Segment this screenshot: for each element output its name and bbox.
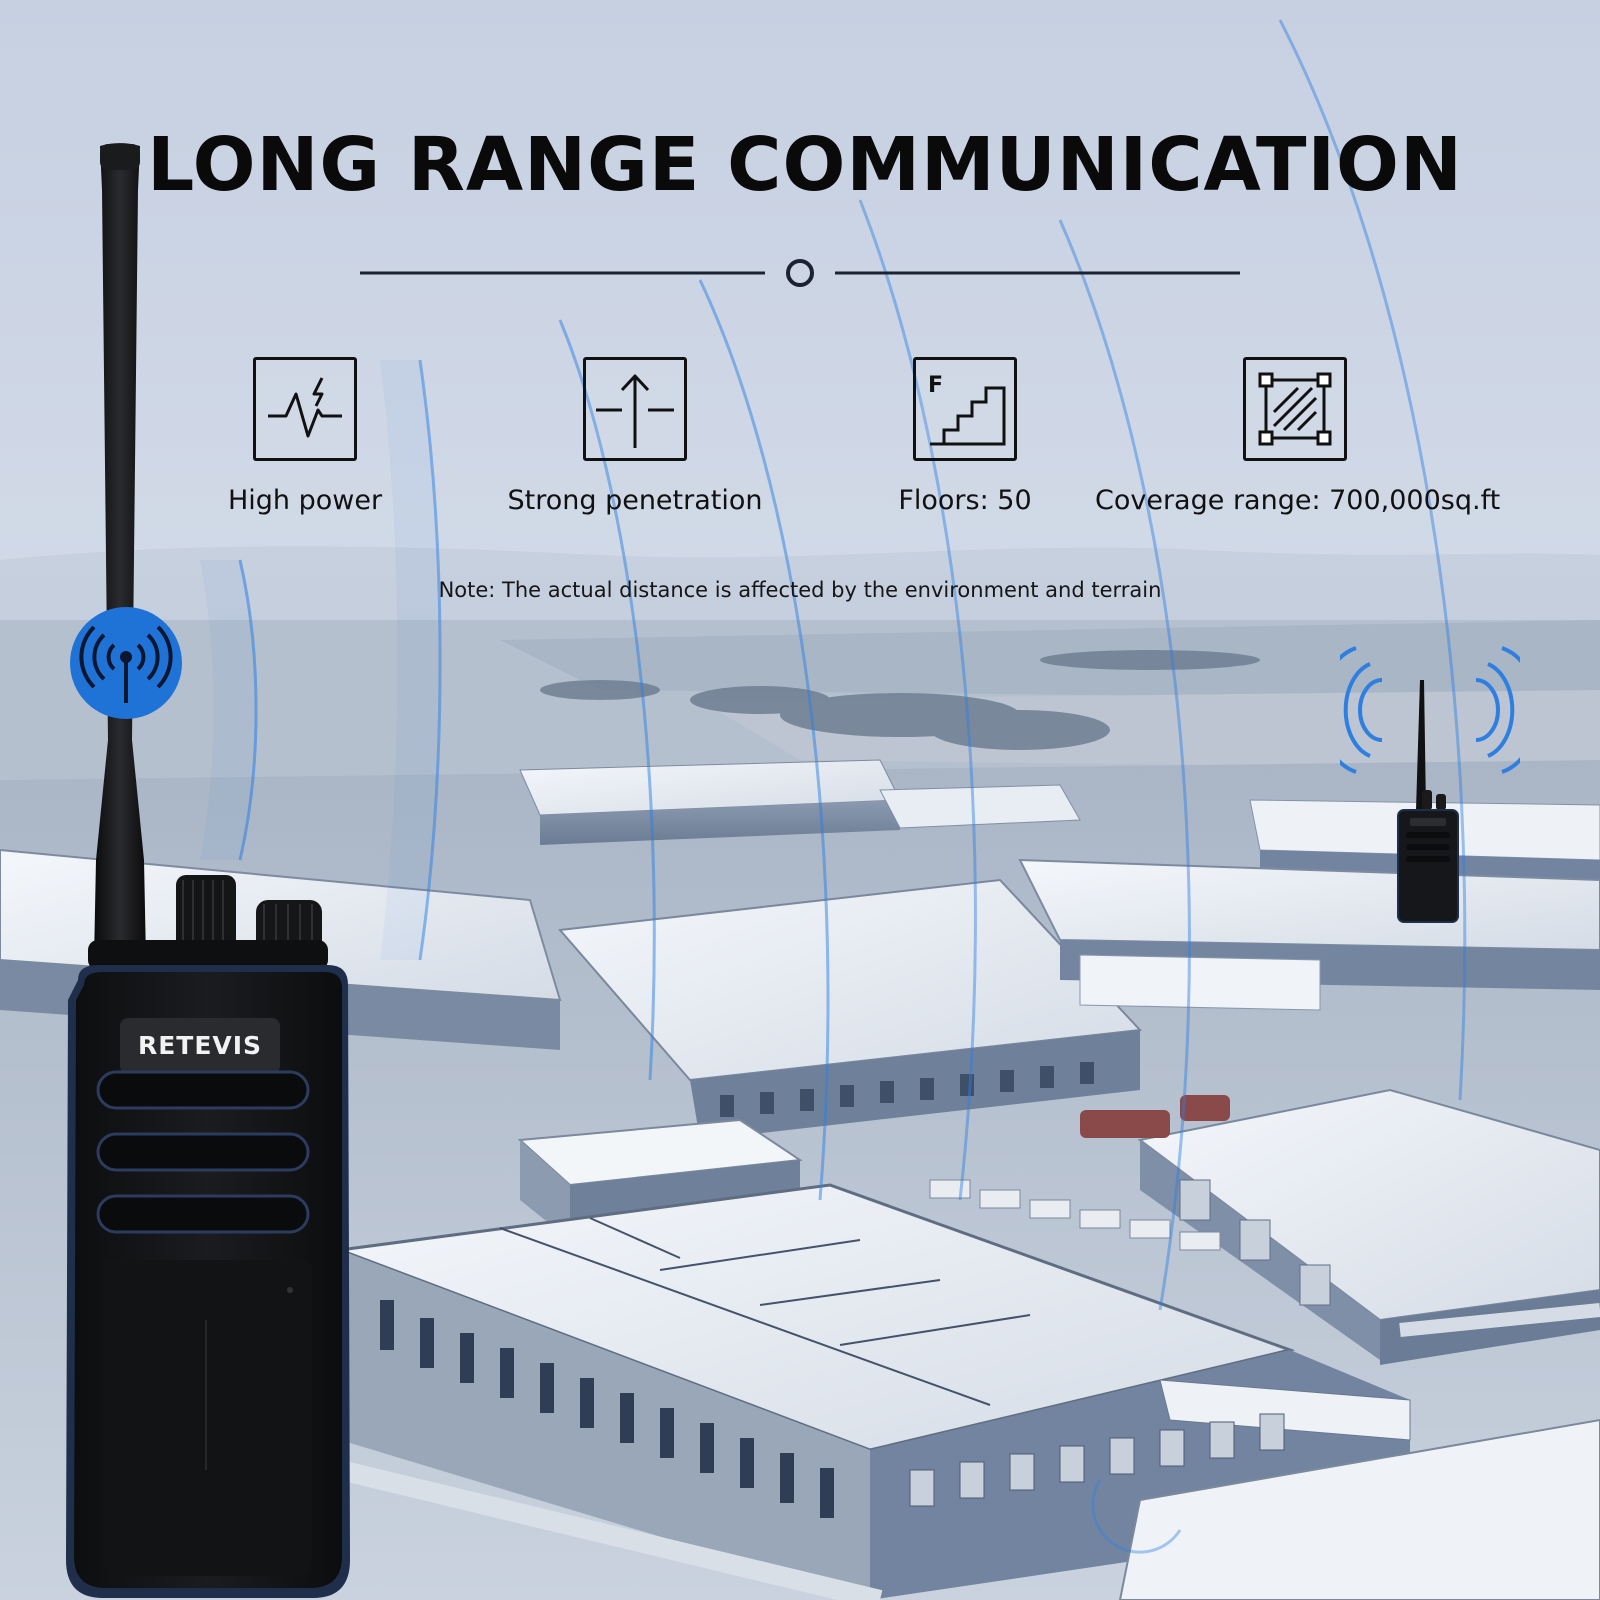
title-divider xyxy=(360,259,1240,287)
feature-list: High power Strong penetration F Floors: … xyxy=(200,357,1520,527)
feature-high-power: High power xyxy=(140,357,470,516)
feature-strong-penetration: Strong penetration xyxy=(470,357,800,516)
feature-floors: F Floors: 50 xyxy=(800,357,1130,516)
floors-icon-letter: F xyxy=(928,373,943,398)
page-title: LONG RANGE COMMUNICATION xyxy=(147,122,1463,208)
feature-label: Floors: 50 xyxy=(898,485,1032,516)
penetration-icon xyxy=(583,357,687,461)
walkie-talkie-small xyxy=(1340,646,1520,923)
feature-label: Strong penetration xyxy=(507,485,763,516)
feature-label: Coverage range: 700,000sq.ft xyxy=(1095,485,1501,516)
antenna-signal-badge xyxy=(70,607,182,719)
coverage-icon xyxy=(1243,357,1347,461)
brand-logo: RETEVIS xyxy=(138,1031,262,1060)
receive-waves-icon xyxy=(1340,646,1520,774)
feature-coverage-range: Coverage range: 700,000sq.ft xyxy=(1095,357,1501,516)
high-power-icon xyxy=(253,357,357,461)
distance-note: Note: The actual distance is affected by… xyxy=(438,578,1162,602)
floors-icon: F xyxy=(913,357,1017,461)
walkie-talkie-large: RETEVIS xyxy=(66,143,350,1598)
antenna-signal-icon xyxy=(79,625,173,703)
feature-label: High power xyxy=(227,485,383,516)
signal-waves xyxy=(200,19,1467,1554)
